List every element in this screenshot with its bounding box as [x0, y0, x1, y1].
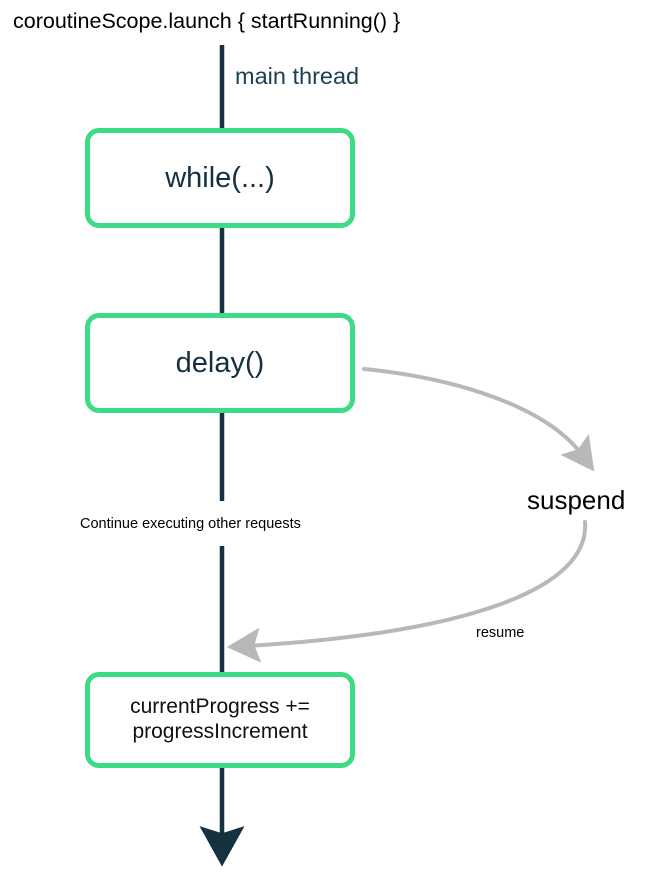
suspend-arrow [362, 367, 595, 472]
resume-arrow [226, 520, 588, 663]
resume-label: resume [476, 625, 525, 641]
node-delay-label: delay() [175, 346, 265, 379]
main-thread-label: main thread [235, 63, 360, 89]
continue-executing-note: Continue executing other requests [80, 516, 301, 532]
node-delay[interactable]: delay() [85, 313, 355, 413]
suspend-label: suspend [527, 485, 626, 515]
node-current-progress-label: currentProgress += progressIncrement [130, 695, 310, 743]
node-while[interactable]: while(...) [85, 128, 355, 228]
node-while-label: while(...) [165, 161, 275, 194]
node-current-progress[interactable]: currentProgress += progressIncrement [85, 672, 355, 768]
page-title: coroutineScope.launch { startRunning() } [13, 9, 401, 33]
